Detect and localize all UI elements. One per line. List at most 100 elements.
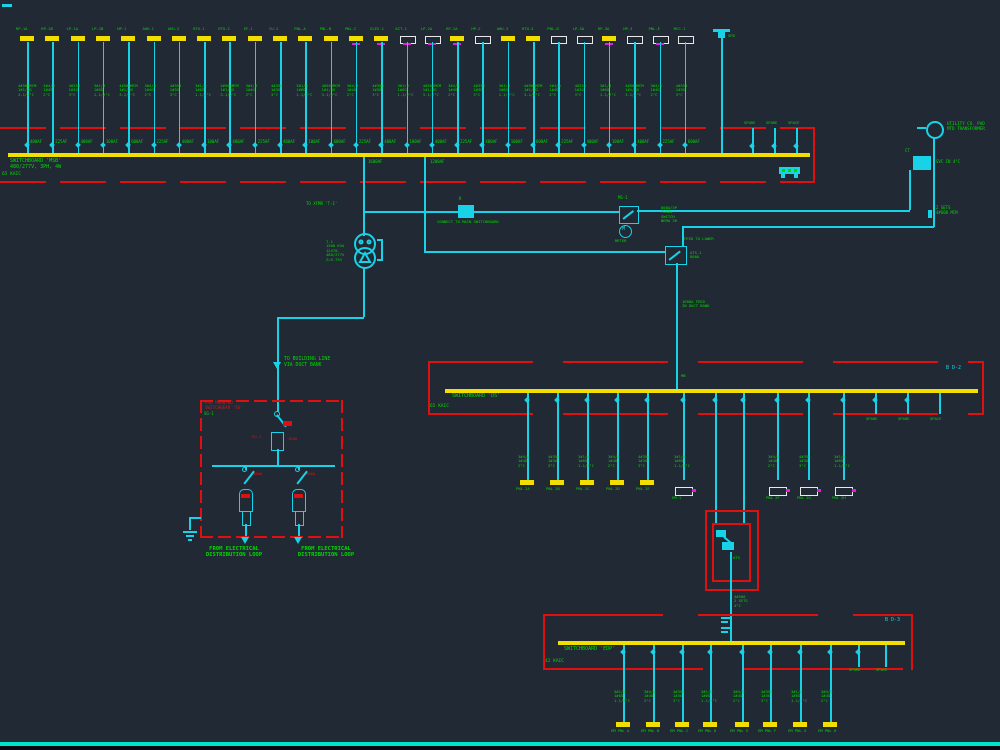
stub-label: SPARE — [766, 120, 778, 125]
service-run-upper — [637, 210, 910, 212]
bus3-rect-top — [543, 614, 913, 616]
xfer-feed — [424, 157, 426, 251]
bus2-label: SWITCHBOARD 'DS' — [452, 393, 501, 399]
breaker-icon — [606, 142, 612, 148]
ct-glyph3 — [721, 627, 731, 629]
panel-box — [616, 722, 630, 727]
cable-tag: 3#1/0 1#6G 1-1/2"C — [195, 83, 212, 97]
breaker-icon — [201, 142, 207, 148]
riser-note: 2 SETS 4#600 MCM — [936, 205, 958, 215]
loopway-arrow — [241, 537, 249, 544]
bus3-rect-left — [543, 614, 545, 670]
gen-rect-left — [200, 400, 202, 538]
feeder-line — [431, 42, 434, 153]
cable-tag: 3#1/0 1#6G 1-1/2"C — [701, 689, 718, 703]
panel-box — [646, 722, 660, 727]
xfer-switch-name: FEED TO LOWER — [684, 236, 714, 241]
breaker-icon — [49, 142, 56, 148]
loopway-dot — [295, 467, 300, 472]
feeder-line — [102, 42, 105, 153]
breaker-icon — [679, 649, 685, 655]
load-label: EM PNL H — [818, 728, 837, 733]
panel-box — [601, 36, 616, 41]
feeder-line — [381, 42, 383, 153]
riser-tick — [928, 210, 932, 218]
loopway-amp: 400A — [306, 471, 316, 476]
feeder-line — [153, 42, 155, 153]
stub-line — [796, 128, 798, 153]
breaker-icon — [504, 142, 511, 148]
panel-box — [703, 722, 717, 727]
feeder-line — [800, 645, 802, 722]
panel-box — [348, 36, 363, 41]
load-label: PNL-A — [294, 26, 306, 31]
load-label: HP-1 — [117, 26, 127, 31]
feeder-line — [587, 393, 589, 480]
feeder-line — [330, 42, 333, 153]
gnd-drop — [189, 517, 191, 530]
load-label: AHU-3 — [496, 26, 509, 31]
feeder-line — [583, 42, 586, 153]
cutout-icon — [239, 489, 253, 512]
feeder-line — [682, 645, 684, 722]
feeder-line — [684, 42, 687, 153]
load-label: KIT-1 — [395, 26, 407, 31]
breaker-icon — [656, 142, 663, 148]
cable-tag: 3#1/0 1#6G 1-1/2"C — [498, 83, 515, 97]
stub-line — [875, 393, 877, 414]
breaker-label: 400AF — [637, 139, 650, 144]
stub-line — [774, 128, 776, 153]
ct-glyph4 — [721, 631, 728, 633]
cable-tag: 3#1/0 1#6G 1-1/2"C — [296, 83, 313, 97]
breaker-label: 100AF — [308, 139, 321, 144]
load-label: PNL 2G — [797, 495, 811, 500]
gen-fuse-tag — [283, 421, 292, 426]
feeder-line — [830, 645, 832, 722]
cutout-band — [241, 494, 250, 498]
gnd-bar1 — [183, 531, 197, 533]
breaker-label: 600AF — [536, 139, 549, 144]
cable-tag: 4#350 1#3G 3"C — [574, 83, 587, 97]
load-label: LP-1B — [91, 26, 104, 31]
breaker-label: 600AF — [333, 139, 346, 144]
panel-box — [247, 36, 262, 41]
breaker-label: 225AF — [156, 139, 169, 144]
breaker-icon — [277, 142, 283, 148]
panel-box — [520, 480, 534, 485]
load-label: HP-2 — [471, 26, 481, 31]
down-bkr-left: 1600AF — [368, 159, 383, 164]
gnd-run — [189, 517, 201, 519]
transformer-spec: T-1 1500 KVA 12470- 480/277V Z=5.75% — [326, 239, 345, 262]
panel-box — [500, 36, 515, 41]
bus2-feed — [676, 263, 678, 389]
bus3-sheet-ref: B D-3 — [885, 617, 901, 623]
feeder-line — [808, 393, 810, 480]
panel-box — [171, 36, 186, 41]
feeder-line — [742, 645, 744, 722]
main-run — [363, 211, 619, 213]
t-symbol-label: SPD — [728, 33, 735, 38]
panel-box — [526, 36, 540, 41]
junction-note: TO XFMR 'T-1' — [306, 201, 338, 206]
stub-label: SPACE — [930, 416, 942, 421]
gnd-bar2 — [186, 535, 194, 537]
spd-dot — [782, 169, 785, 172]
gen-rect-right — [341, 400, 343, 538]
load-label: EM PNL B — [641, 728, 660, 733]
load-label: EM PNL G — [788, 728, 807, 733]
breaker-label: 100AF — [611, 139, 624, 144]
feeder-line — [27, 42, 29, 153]
cutout-band — [294, 494, 303, 498]
feeder-line — [634, 42, 636, 153]
load-label: RTU-2 — [218, 26, 230, 31]
load-label: RTU-1 — [193, 26, 205, 31]
load-label: EM PNL D — [698, 728, 717, 733]
sheet-margin — [0, 746, 1000, 750]
cable-tag: 3#1/0 1#6G 1-1/2"C — [791, 689, 808, 703]
cable-tag: 4#350 1#3G 3"C — [473, 83, 485, 97]
load-label: PNL-D — [547, 26, 559, 31]
breaker-icon — [24, 142, 30, 148]
t-symbol-body — [718, 32, 725, 38]
k-box — [458, 205, 474, 218]
